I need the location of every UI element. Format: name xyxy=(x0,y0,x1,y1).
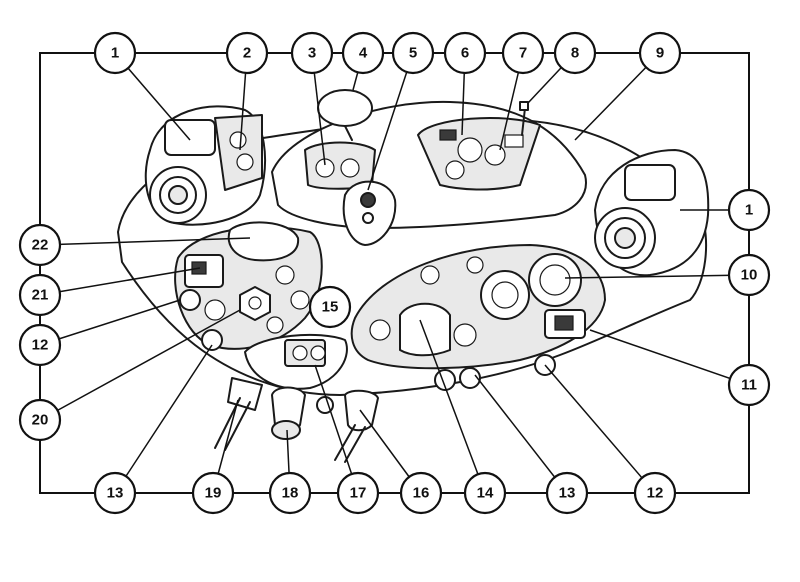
callout-top-2: 2 xyxy=(225,31,269,75)
svg-text:13: 13 xyxy=(107,485,124,502)
callouts-bottom: 13 19 18 17 16 14 13 12 xyxy=(93,471,677,515)
svg-text:15: 15 xyxy=(322,299,339,316)
callouts-right: 1 10 11 xyxy=(727,188,771,407)
callout-bottom-17: 17 xyxy=(336,471,380,515)
svg-text:12: 12 xyxy=(32,337,49,354)
callout-bottom-13b: 13 xyxy=(545,471,589,515)
callout-bottom-12: 12 xyxy=(633,471,677,515)
svg-text:8: 8 xyxy=(571,45,579,62)
left-compartment-machinery xyxy=(184,221,310,334)
svg-text:14: 14 xyxy=(477,485,494,502)
svg-text:6: 6 xyxy=(461,45,469,62)
svg-text:19: 19 xyxy=(205,485,222,502)
callout-bottom-18: 18 xyxy=(268,471,312,515)
leader-lines xyxy=(39,52,750,494)
callout-bottom-14: 14 xyxy=(463,471,507,515)
callout-right-11: 11 xyxy=(727,363,771,407)
svg-text:20: 20 xyxy=(32,412,49,429)
callout-right-10: 10 xyxy=(727,253,771,297)
callout-bottom-16: 16 xyxy=(399,471,443,515)
callout-bottom-13a: 13 xyxy=(93,471,137,515)
svg-text:10: 10 xyxy=(741,267,758,284)
svg-text:3: 3 xyxy=(308,45,316,62)
callout-left-12: 12 xyxy=(18,323,62,367)
svg-text:21: 21 xyxy=(32,287,49,304)
callout-top-9: 9 xyxy=(638,31,682,75)
callout-top-5: 5 xyxy=(391,31,435,75)
svg-text:4: 4 xyxy=(359,45,368,62)
weapon-barrels xyxy=(214,377,379,463)
callout-top-3: 3 xyxy=(290,31,334,75)
svg-text:5: 5 xyxy=(409,45,417,62)
svg-text:17: 17 xyxy=(350,485,367,502)
callout-inner-15: 15 xyxy=(308,285,352,329)
svg-text:16: 16 xyxy=(413,485,430,502)
svg-text:1: 1 xyxy=(745,202,753,219)
svg-text:13: 13 xyxy=(559,485,576,502)
callout-top-1: 1 xyxy=(93,31,137,75)
callout-left-22: 22 xyxy=(18,223,62,267)
vehicle-body xyxy=(117,89,710,463)
svg-text:22: 22 xyxy=(32,237,49,254)
callout-top-6: 6 xyxy=(443,31,487,75)
callout-bottom-19: 19 xyxy=(191,471,235,515)
svg-text:1: 1 xyxy=(111,45,119,62)
callout-right-1: 1 xyxy=(727,188,771,232)
callout-left-20: 20 xyxy=(18,398,62,442)
hatch-machinery xyxy=(439,129,524,180)
callouts-inner: 15 xyxy=(308,285,352,329)
svg-text:7: 7 xyxy=(519,45,527,62)
svg-text:9: 9 xyxy=(656,45,664,62)
callout-top-4: 4 xyxy=(341,31,385,75)
callouts-left: 22 21 12 20 xyxy=(18,223,62,442)
callouts-top: 1 2 3 4 5 6 7 8 9 xyxy=(93,31,682,75)
svg-text:18: 18 xyxy=(282,485,299,502)
callout-top-7: 7 xyxy=(501,31,545,75)
svg-text:12: 12 xyxy=(647,485,664,502)
callout-left-21: 21 xyxy=(18,273,62,317)
right-compartment-machinery xyxy=(369,253,586,357)
svg-text:11: 11 xyxy=(741,377,757,394)
svg-text:2: 2 xyxy=(243,45,251,62)
callout-top-8: 8 xyxy=(553,31,597,75)
